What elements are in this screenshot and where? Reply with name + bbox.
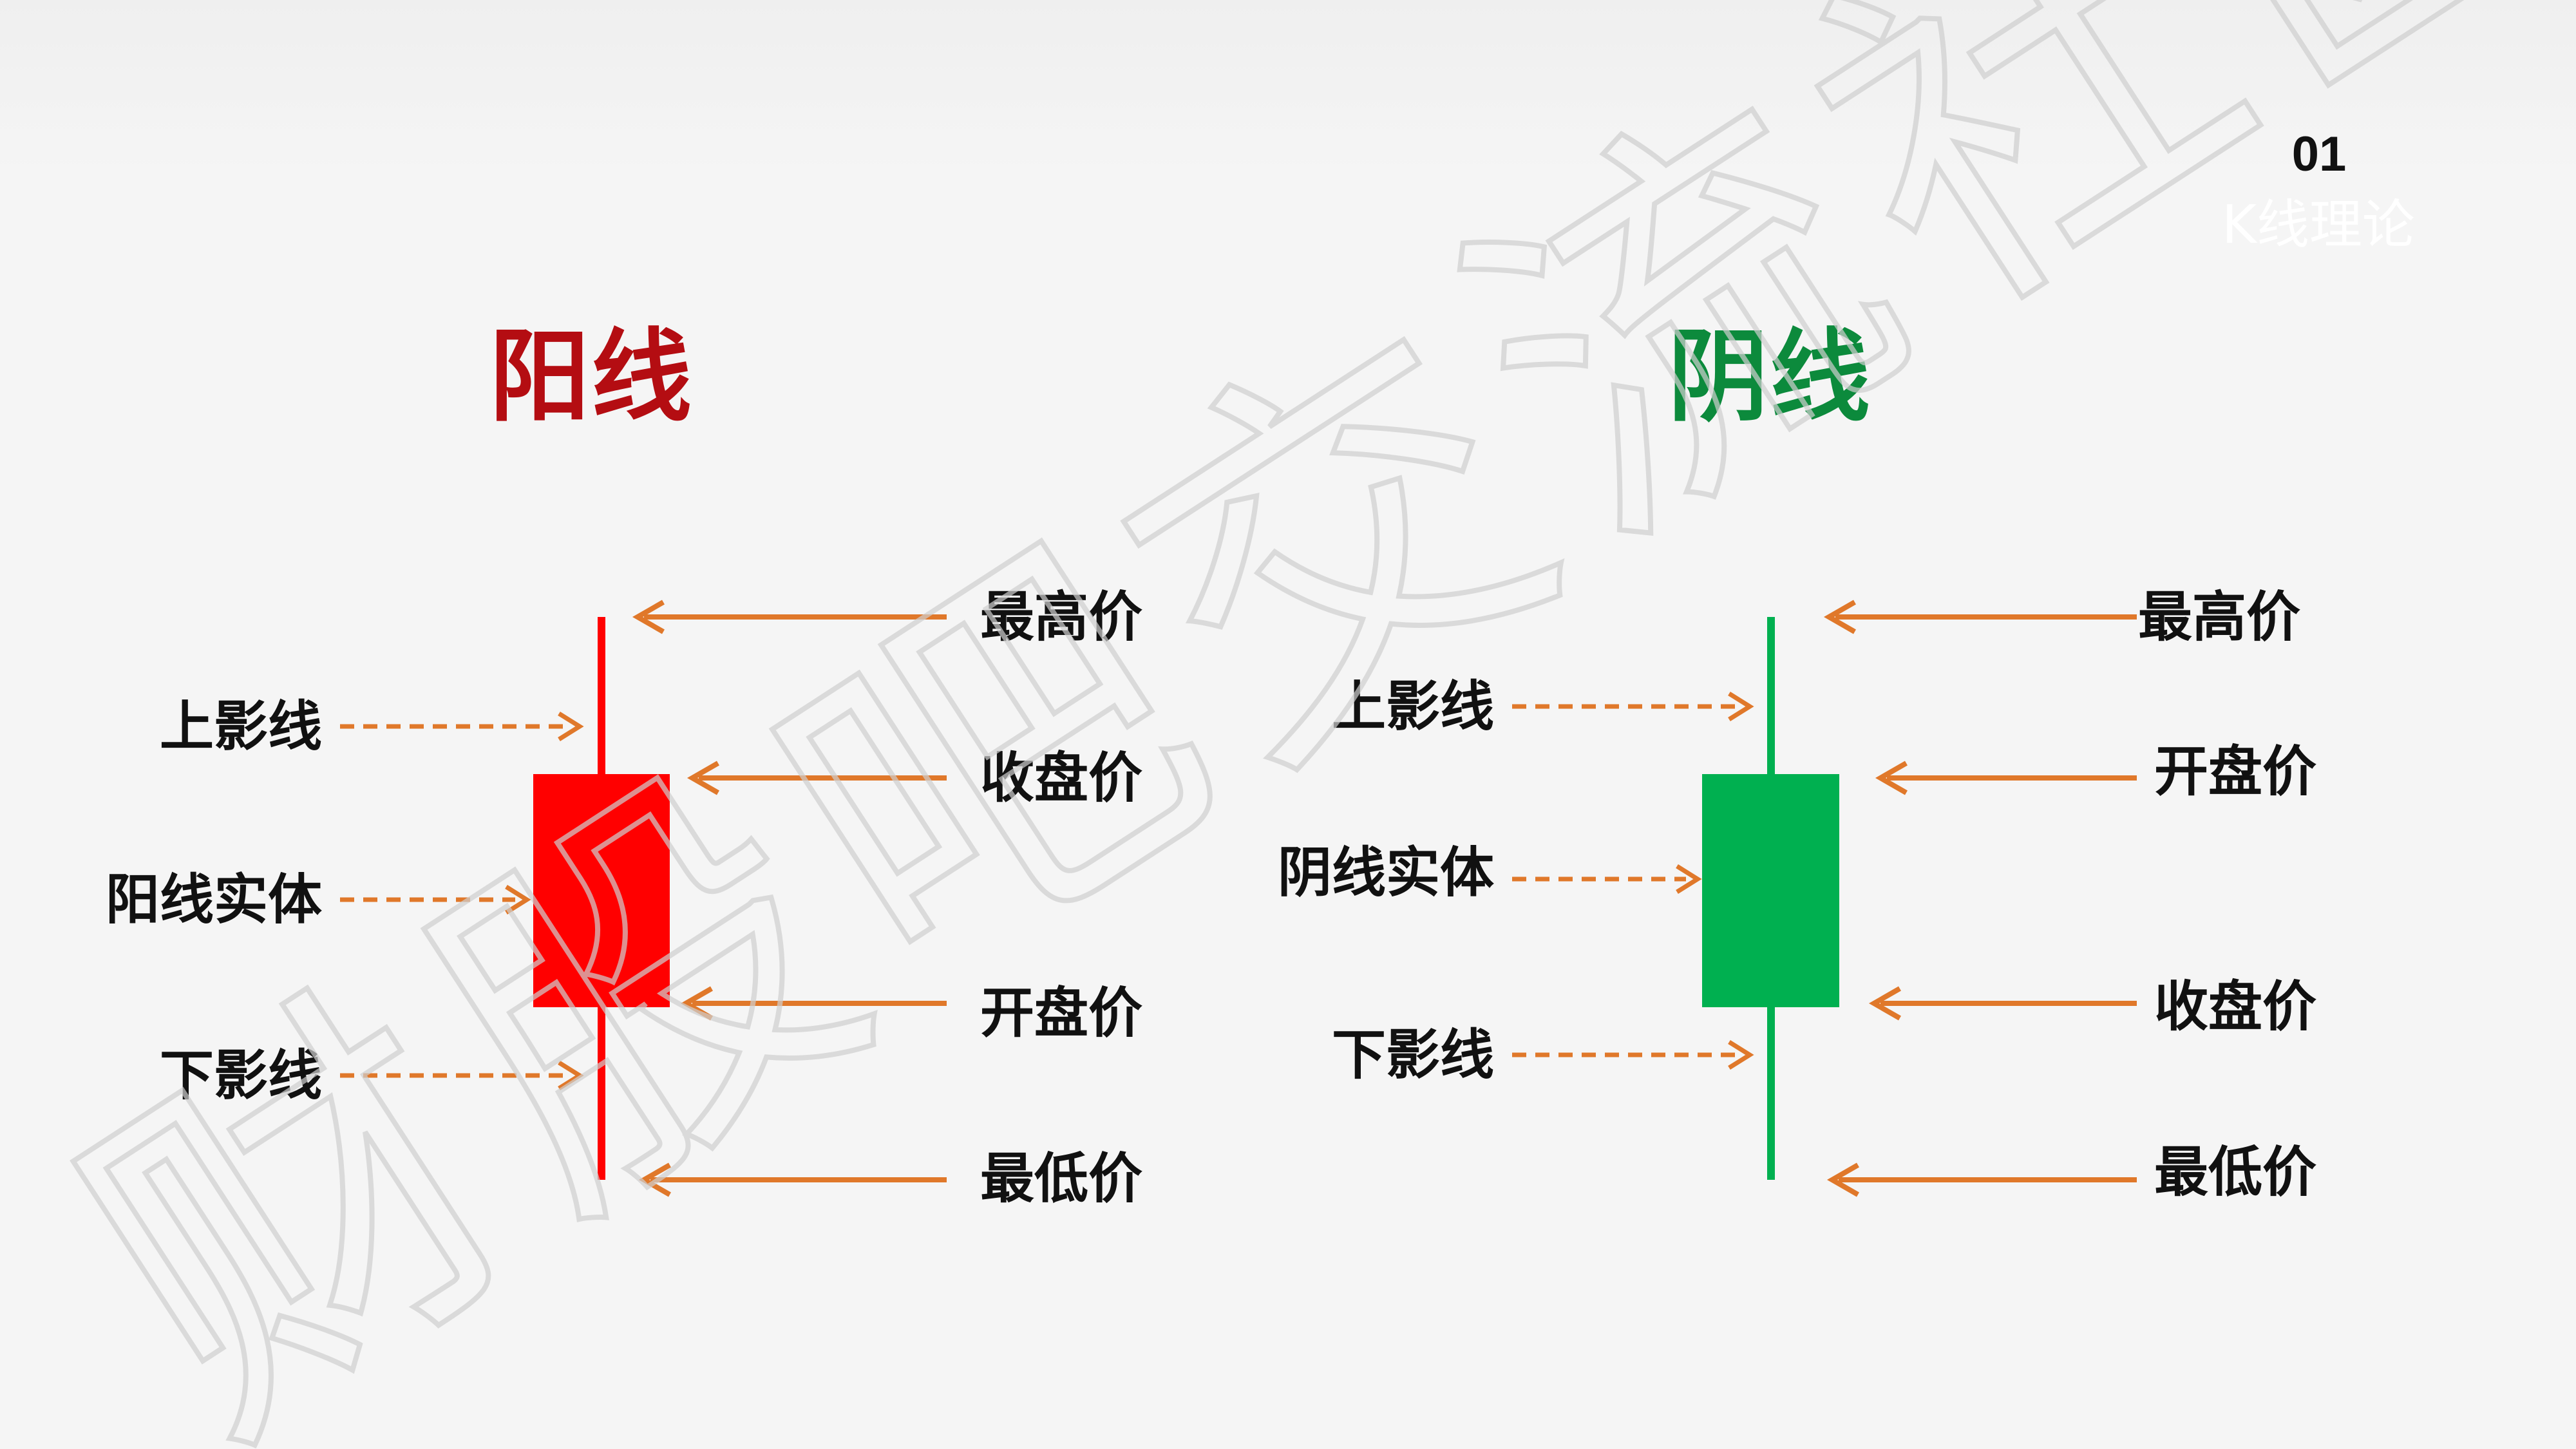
yin-lower-shadow-arrow	[1512, 1040, 1754, 1070]
slide-caption: K线理论	[2222, 194, 2415, 256]
yang-body	[533, 774, 670, 1007]
yin-high-arrow	[1823, 600, 2137, 634]
yang-candle	[533, 617, 670, 1180]
yang-body-arrow	[340, 885, 531, 914]
slide-number: 01	[2291, 127, 2347, 182]
yin-upper-shadow-arrow	[1512, 692, 1754, 721]
yin-open-arrow	[1875, 761, 2137, 795]
yang-high-label: 最高价	[980, 585, 1143, 649]
yin-close-arrow	[1868, 986, 2137, 1021]
yin-close-label: 收盘价	[2154, 975, 2317, 1038]
yang-close-label: 收盘价	[980, 746, 1143, 810]
yang-line-title: 阳线	[489, 318, 693, 435]
yin-line-title: 阴线	[1668, 318, 1871, 435]
yang-body-label: 阳线实体	[105, 868, 322, 931]
yang-upper-wick	[598, 617, 605, 775]
yang-low-label: 最低价	[980, 1147, 1143, 1210]
yin-lower-shadow-label: 下影线	[1331, 1023, 1494, 1086]
yin-lower-wick	[1767, 1006, 1775, 1180]
yang-open-label: 开盘价	[980, 981, 1143, 1045]
yang-lower-shadow-arrow	[340, 1061, 584, 1090]
yin-body-label: 阴线实体	[1277, 841, 1494, 904]
yin-low-arrow	[1826, 1162, 2137, 1197]
yang-open-arrow	[680, 986, 947, 1021]
yang-low-arrow	[638, 1162, 947, 1197]
yang-close-arrow	[687, 761, 947, 795]
yang-upper-shadow-label: 上影线	[159, 695, 322, 758]
yin-body-arrow	[1512, 864, 1702, 894]
yin-candle	[1702, 617, 1839, 1180]
yin-body	[1702, 774, 1839, 1007]
yin-upper-shadow-label: 上影线	[1331, 675, 1494, 738]
yin-low-label: 最低价	[2154, 1141, 2317, 1204]
yin-high-label: 最高价	[2138, 585, 2301, 649]
yin-upper-wick	[1767, 617, 1775, 775]
yang-lower-shadow-label: 下影线	[159, 1044, 322, 1107]
yang-high-arrow	[632, 600, 947, 634]
yang-lower-wick	[598, 1006, 605, 1180]
yin-open-label: 开盘价	[2154, 740, 2317, 803]
yang-upper-shadow-arrow	[340, 712, 584, 741]
